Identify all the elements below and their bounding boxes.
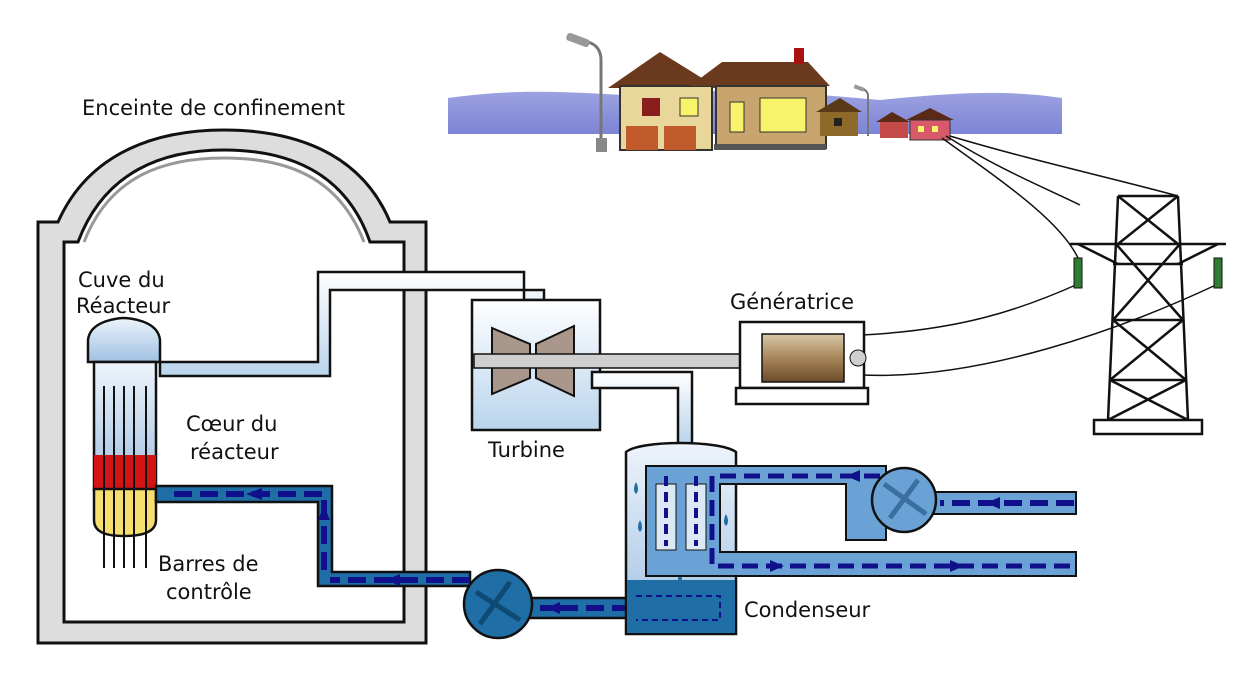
insulator-left: [1073, 257, 1083, 289]
rods-label-1: Barres de: [158, 552, 259, 576]
vessel-label-2: Réacteur: [76, 294, 171, 318]
core-label-1: Cœur du: [186, 412, 278, 436]
cooling-pump: [870, 466, 938, 534]
cooling-water-loop: [645, 465, 1077, 577]
generator: [734, 320, 870, 406]
street-lamp-left: [587, 40, 603, 145]
generator-label: Génératrice: [730, 290, 855, 314]
house-small-1: [816, 98, 862, 136]
turbine-label: Turbine: [488, 438, 565, 462]
house-main: [608, 48, 830, 151]
town-landscape: [448, 32, 1062, 152]
containment-label: Enceinte de confinement: [82, 96, 346, 120]
power-lines: [861, 135, 1219, 377]
house-small-2: [876, 108, 954, 141]
insulator-right: [1213, 257, 1223, 289]
rods-label-2: contrôle: [166, 580, 252, 604]
control-rods: [103, 386, 147, 568]
electricity-pylon: [1070, 194, 1226, 436]
condenser-label: Condenseur: [744, 598, 871, 622]
core-label-2: réacteur: [190, 440, 279, 464]
vessel-label-1: Cuve du: [78, 268, 165, 292]
turbine: [470, 298, 865, 446]
primary-pump: [462, 568, 534, 640]
reactor-vessel: [86, 316, 162, 568]
